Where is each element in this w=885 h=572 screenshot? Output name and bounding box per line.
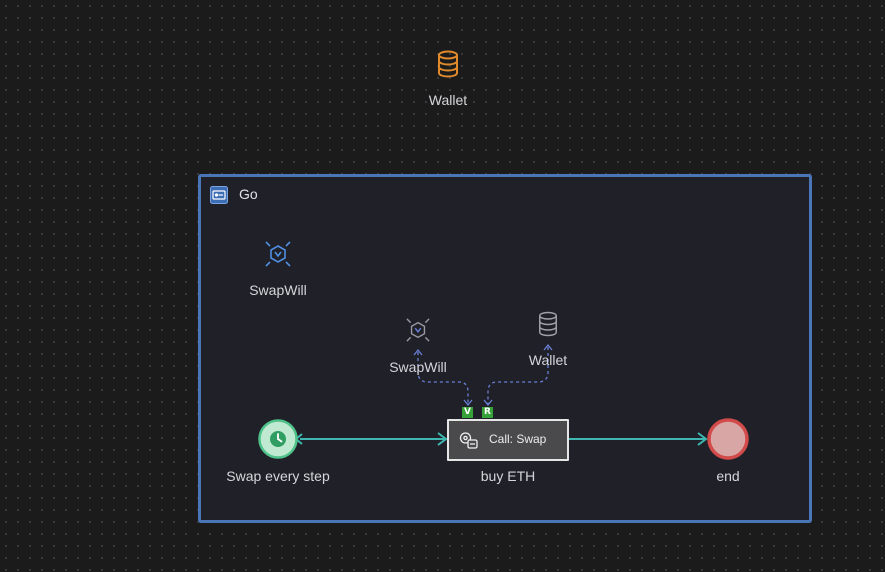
swapwill-input-node[interactable] (406, 318, 430, 342)
end-event-circle (707, 418, 749, 460)
swapwill-top-node[interactable] (265, 241, 291, 267)
end-event-node[interactable] (707, 418, 749, 460)
wallet-top-node[interactable] (436, 50, 460, 78)
hexagon-target-icon (406, 318, 430, 342)
end-event-label: end (716, 468, 740, 484)
start-event-node[interactable] (258, 419, 298, 459)
clock-icon (270, 431, 286, 447)
var-badge-r[interactable]: R (482, 407, 493, 418)
task-title: Call: Swap (489, 432, 547, 446)
task-label: buy ETH (480, 468, 536, 484)
start-event-label: Swap every step (226, 468, 330, 484)
hexagon-target-icon (265, 241, 291, 267)
start-event-circle (258, 419, 298, 459)
wallet-input-node[interactable] (537, 311, 559, 337)
wallet-input-label: Wallet (528, 352, 568, 368)
contract-call-icon (459, 432, 478, 449)
group-title: Go (239, 186, 258, 202)
wallet-top-label: Wallet (428, 92, 468, 108)
go-group-icon (210, 186, 228, 204)
swapwill-top-label: SwapWill (249, 282, 307, 298)
var-badge-v[interactable]: V (462, 407, 473, 418)
edge-swapwill-to-task (413, 348, 473, 407)
edge-wallet-to-task (483, 343, 553, 407)
swapwill-input-label: SwapWill (389, 359, 447, 375)
database-icon (539, 311, 557, 337)
edge-start-to-task (294, 432, 448, 446)
task-node-buy-eth[interactable]: Call: Swap (447, 419, 569, 461)
database-icon (438, 50, 458, 78)
go-group[interactable]: Go (198, 174, 812, 523)
edge-task-to-end (569, 432, 708, 446)
